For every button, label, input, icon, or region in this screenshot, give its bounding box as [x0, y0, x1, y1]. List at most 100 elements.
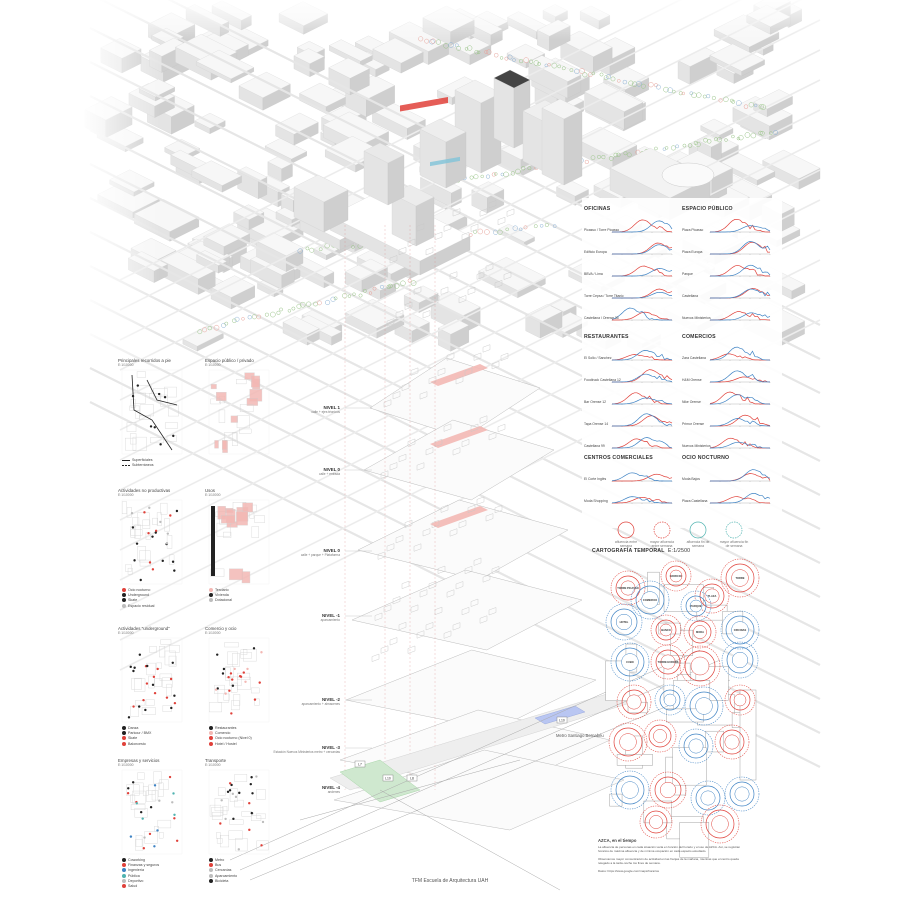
tree — [232, 318, 237, 323]
tree — [207, 325, 212, 331]
legend-label: Superficiales — [132, 458, 153, 462]
affluence-ring-outer — [683, 615, 717, 649]
mini-chart — [709, 469, 771, 482]
map-block — [137, 772, 145, 780]
affluence-ring — [615, 775, 645, 805]
tree — [682, 143, 687, 148]
chart-place-label: Foodtruck Castellana 12 — [584, 378, 621, 382]
affluence-core — [690, 656, 710, 676]
affluence-ring-outer — [660, 560, 692, 592]
map-frame — [208, 369, 270, 455]
level-name: NIVEL -2 — [322, 697, 340, 702]
place-label: TORRE — [735, 576, 744, 580]
map-drawing — [121, 499, 183, 585]
tree — [503, 171, 509, 178]
chart-series-weekday — [611, 392, 672, 405]
city-block-top — [275, 112, 319, 135]
activity-dot — [169, 677, 173, 681]
city-block-top — [437, 318, 470, 335]
tower-round-side-b — [563, 109, 583, 186]
activity-dot — [148, 506, 151, 509]
legend-label: Parkour / BMX — [128, 731, 152, 736]
legend-swatch — [122, 868, 126, 873]
map-block — [211, 807, 224, 816]
activity-dot — [224, 692, 227, 695]
affluence-ring-outer — [700, 804, 740, 844]
footprint — [491, 566, 500, 575]
map-block — [162, 705, 172, 712]
activity-dot — [260, 651, 263, 654]
affluence-ring — [705, 809, 735, 839]
map-block — [211, 812, 223, 820]
map-block — [166, 683, 172, 697]
exploded-levels — [333, 200, 625, 831]
chart-group-title: CENTROS COMERCIALES — [584, 455, 653, 461]
map-block — [231, 700, 240, 711]
map-drawing — [208, 637, 270, 723]
tree — [552, 224, 557, 228]
chart-place-label: BBVA / Lima — [584, 272, 603, 276]
footprint — [419, 391, 428, 400]
affluence-core — [711, 815, 729, 833]
activity-dot — [224, 817, 227, 821]
map-drawing — [121, 637, 183, 723]
affluence-core — [621, 781, 639, 799]
chart-series-weekend — [612, 413, 673, 427]
tree — [333, 296, 338, 301]
city-block-top — [293, 48, 325, 64]
tree — [221, 322, 227, 328]
tree — [610, 76, 616, 82]
map-block — [225, 666, 234, 678]
affluence-ring — [685, 595, 707, 617]
tree — [759, 130, 765, 136]
legend-label: Subterráneos — [132, 463, 154, 468]
map-block — [164, 386, 177, 398]
map-block — [236, 415, 250, 429]
path-node — [136, 384, 139, 387]
map-legend-item: Bus — [209, 863, 221, 868]
tree — [631, 81, 638, 87]
tree — [213, 324, 220, 331]
activity-dot — [221, 672, 225, 675]
map-legend-item: Terciario — [209, 588, 229, 593]
legend-label: Salud — [128, 884, 138, 888]
footprint — [398, 621, 407, 631]
map-drawing — [208, 369, 270, 455]
tree — [467, 45, 473, 51]
tree — [309, 247, 315, 253]
chart-series-weekend — [612, 291, 673, 299]
footprint — [488, 607, 497, 616]
chart-group-title: OCIO NOCTURNO — [682, 455, 730, 461]
tree — [613, 152, 618, 158]
affluence-ring-outer — [643, 719, 677, 753]
footprint — [488, 200, 497, 209]
tree — [297, 248, 303, 254]
activity-dot — [238, 791, 241, 795]
tree — [388, 283, 393, 289]
chart-series-weekend — [710, 493, 771, 504]
mini-chart — [709, 346, 771, 361]
map-block — [135, 700, 146, 706]
legend-swatch — [122, 459, 130, 461]
footprint — [425, 247, 434, 256]
map-block — [216, 832, 221, 839]
affluence-ring-outer — [616, 684, 652, 720]
city-block-top — [700, 118, 734, 136]
mini-chart — [709, 311, 771, 321]
activity-dot — [228, 789, 232, 792]
footprint — [380, 645, 389, 654]
place-label: CUBO — [626, 660, 634, 664]
tree — [518, 58, 524, 64]
activity-dot — [139, 810, 143, 814]
tree — [224, 321, 229, 326]
footprint — [422, 528, 431, 537]
footprint — [479, 415, 488, 424]
map-block — [234, 774, 248, 782]
level-slab — [333, 749, 625, 831]
map-block — [130, 794, 136, 803]
map-block — [158, 831, 164, 839]
map-block — [168, 655, 177, 667]
map-block — [142, 519, 151, 529]
map-block — [254, 515, 265, 523]
activity-dot — [219, 822, 222, 825]
